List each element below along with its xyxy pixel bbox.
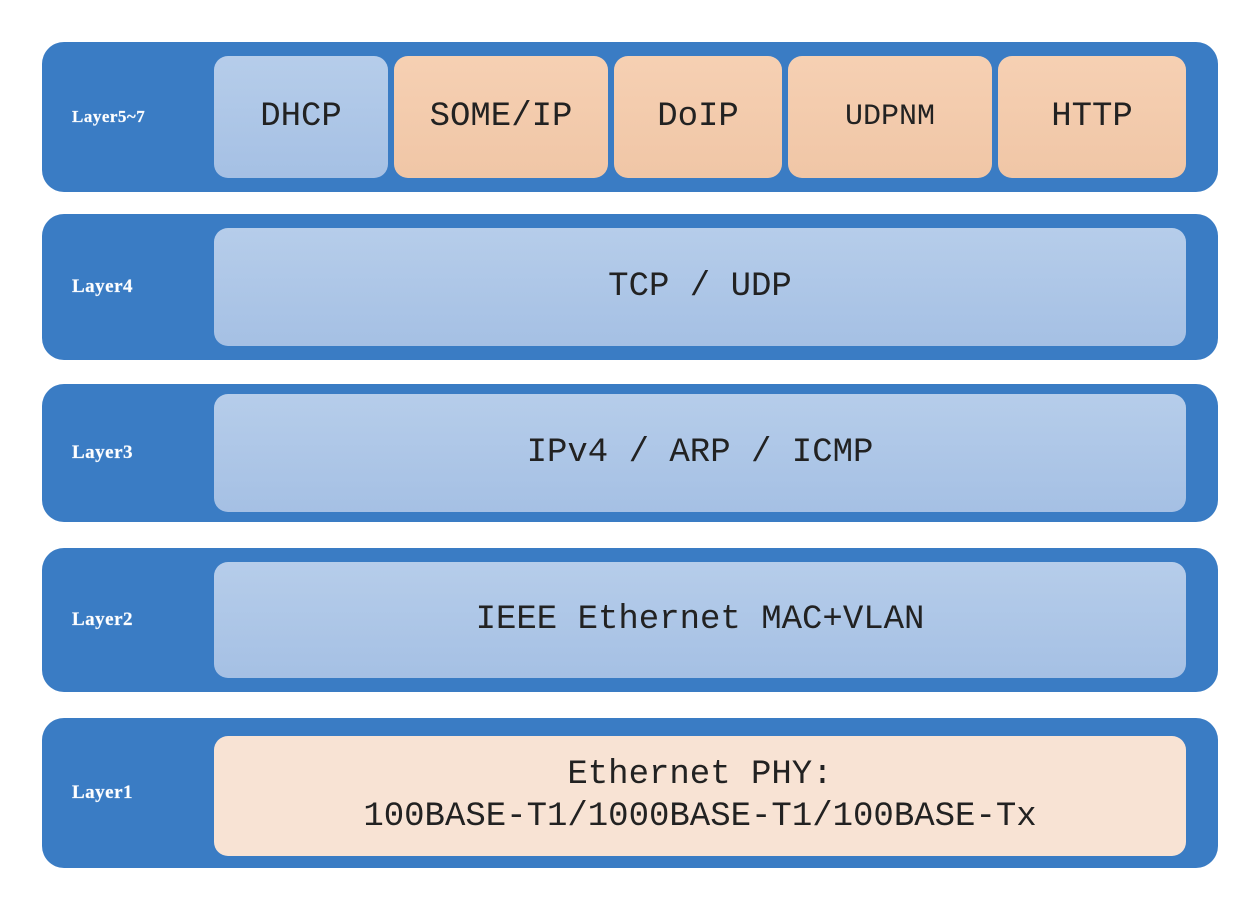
protocol-http-box: HTTP xyxy=(998,56,1186,178)
layer-label: Layer3 xyxy=(72,442,134,463)
layer-label: Layer2 xyxy=(72,609,134,630)
protocol-label: DHCP xyxy=(260,98,342,136)
transport-protocols-label: TCP / UDP xyxy=(608,268,792,306)
layer-5-7-row: Layer5~7 DHCP SOME/IP DoIP UDPNM HTTP xyxy=(42,42,1218,192)
datalink-box: IEEE Ethernet MAC+VLAN xyxy=(214,562,1186,678)
protocol-label: SOME/IP xyxy=(429,98,573,136)
layer-label: Layer4 xyxy=(72,276,134,297)
protocol-label: UDPNM xyxy=(844,100,935,134)
protocol-doip-box: DoIP xyxy=(614,56,782,178)
physical-layer-title: Ethernet PHY: xyxy=(567,756,833,794)
layer-label: Layer1 xyxy=(72,782,134,803)
physical-layer-standards: 100BASE-T1/1000BASE-T1/100BASE-Tx xyxy=(363,798,1037,836)
layer-3-row: Layer3 IPv4 / ARP / ICMP xyxy=(42,384,1218,522)
protocol-label: HTTP xyxy=(1051,98,1133,136)
datalink-label: IEEE Ethernet MAC+VLAN xyxy=(475,601,925,639)
network-protocols-box: IPv4 / ARP / ICMP xyxy=(214,394,1186,512)
network-protocols-label: IPv4 / ARP / ICMP xyxy=(526,434,874,472)
physical-layer-box: Ethernet PHY: 100BASE-T1/1000BASE-T1/100… xyxy=(214,736,1186,856)
protocol-label: DoIP xyxy=(657,98,739,136)
layer-2-row: Layer2 IEEE Ethernet MAC+VLAN xyxy=(42,548,1218,692)
layer-label: Layer5~7 xyxy=(72,107,146,126)
protocol-udpnm-box: UDPNM xyxy=(788,56,992,178)
protocol-dhcp-box: DHCP xyxy=(214,56,388,178)
protocol-someip-box: SOME/IP xyxy=(394,56,608,178)
layer-4-row: Layer4 TCP / UDP xyxy=(42,214,1218,360)
layer-1-row: Layer1 Ethernet PHY: 100BASE-T1/1000BASE… xyxy=(42,718,1218,868)
transport-protocols-box: TCP / UDP xyxy=(214,228,1186,346)
